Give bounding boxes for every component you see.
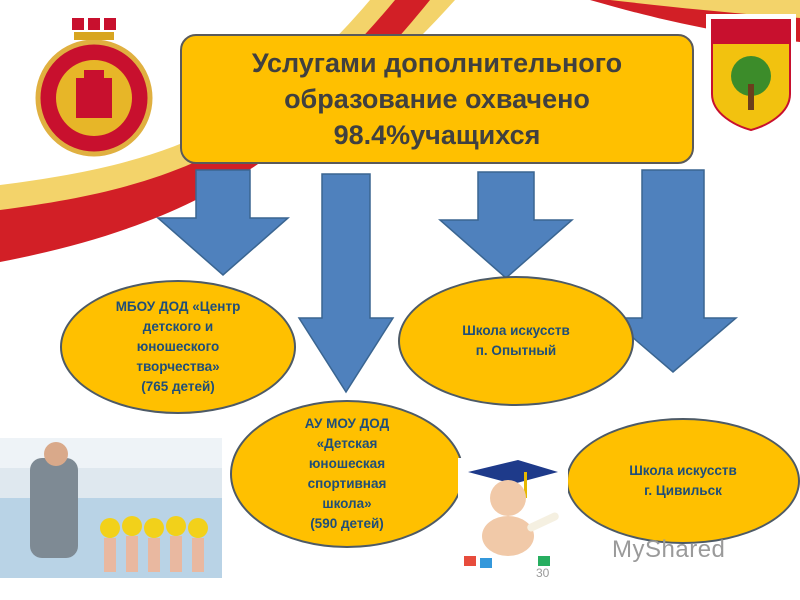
node-line: детского и [142, 319, 214, 334]
coat-of-arms-icon [706, 14, 796, 134]
title-box: Услугами дополнительного образование охв… [180, 34, 694, 164]
page-number: 30 [536, 566, 550, 580]
node-sports-school: АУ МОУ ДОД «Детская юношеская спортивная… [230, 400, 464, 548]
swimming-pool-photo-icon [0, 438, 222, 578]
node-line: п. Опытный [475, 343, 557, 358]
node-line: «Детская [316, 436, 378, 451]
node-art-school-opytny: Школа искусств п. Опытный [398, 276, 634, 406]
baby-graduate-icon [458, 458, 568, 570]
node-line: спортивная [307, 476, 387, 491]
node-children-creativity-center: МБОУ ДОД «Центр детского и юношеского тв… [60, 280, 296, 414]
node-line: г. Цивильск [644, 483, 722, 498]
node-line: школа» [322, 496, 372, 511]
title-line: образование охвачено [284, 84, 590, 114]
title-line: Услугами дополнительного [251, 48, 623, 78]
arrow-down-3 [438, 171, 574, 279]
node-line: Школа искусств [462, 323, 570, 338]
arrow-down-1 [156, 169, 290, 276]
node-line: Школа искусств [629, 463, 737, 478]
ribbon-red [0, 0, 430, 262]
node-line: АУ МОУ ДОД [304, 416, 390, 431]
ribbon-gold-right [610, 0, 800, 18]
arrow-down-4 [607, 169, 739, 373]
node-line: (590 детей) [310, 516, 384, 531]
node-line: творчества» [136, 359, 220, 374]
chuvashia-emblem-icon [35, 18, 153, 157]
watermark-text: MyShared [612, 536, 726, 563]
arrow-down-2 [297, 173, 395, 394]
node-line: МБОУ ДОД «Центр [115, 299, 241, 314]
node-line: юношеского [136, 339, 220, 354]
title-text: Услугами дополнительного образование охв… [242, 45, 632, 153]
node-line: юношеская [308, 456, 386, 471]
node-line: (765 детей) [141, 379, 215, 394]
title-line: 98.4%учащихся [333, 120, 541, 150]
node-art-school-tsivilsk: Школа искусств г. Цивильск [566, 418, 800, 544]
